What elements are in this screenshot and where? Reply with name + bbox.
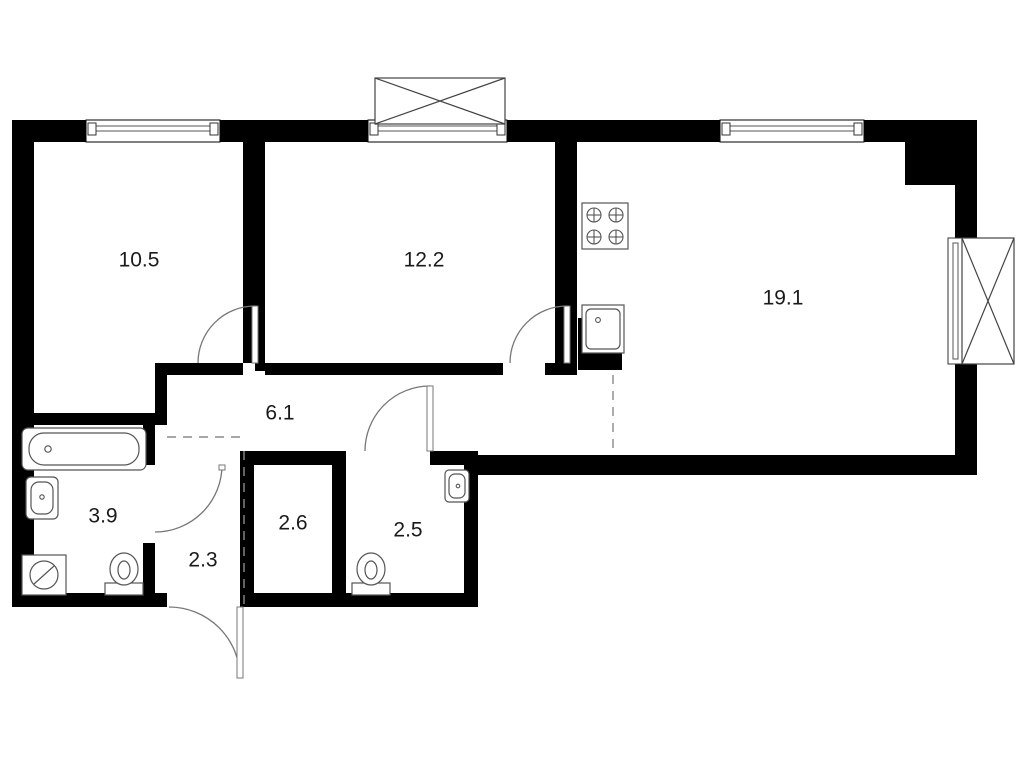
area-label-living-room: 10.5: [119, 249, 160, 272]
wall-corridor-storage: [240, 451, 254, 605]
wall-top-3: [505, 120, 722, 142]
door-leaf-living: [251, 305, 259, 364]
door-swing-bathroom: [154, 464, 223, 533]
wall-bathroom-top: [12, 413, 155, 425]
door-swing-wc: [364, 385, 431, 452]
washing-machine-icon: [21, 554, 67, 596]
kitchen-sink-icon: [581, 304, 625, 354]
window-kitchen: [719, 119, 865, 143]
area-label-kitchen-living: 19.1: [763, 287, 804, 310]
area-label-storage: 2.6: [278, 512, 307, 535]
wall-top-2: [218, 120, 370, 142]
wall-storage-wc: [332, 451, 346, 605]
wall-entrance-left: [155, 593, 167, 607]
door-swing-bedroom: [509, 305, 568, 364]
window-living: [85, 119, 221, 143]
wall-right-lower: [955, 363, 977, 473]
wall-hallway-top-right: [545, 363, 577, 375]
doors-group: [154, 305, 571, 679]
area-label-wc: 2.5: [393, 519, 422, 542]
wall-right-upper: [955, 120, 977, 240]
sink-icon: [444, 469, 470, 503]
wall-bedroom-kitchen-lower: [567, 131, 577, 371]
kitchen-counter-block: [578, 352, 622, 370]
fixtures-group: [21, 202, 629, 596]
sink-icon: [25, 476, 59, 520]
stove-icon: [581, 202, 629, 250]
area-label-hallway: 6.1: [265, 402, 294, 425]
dashed-openings-group: [167, 375, 614, 605]
wall-bathroom-right-lower: [143, 543, 155, 605]
wall-bathroom-bottom: [12, 593, 167, 607]
door-leaf-bedroom: [563, 305, 571, 364]
windows-group: [85, 77, 1015, 365]
wall-hallway-top-center: [265, 363, 503, 375]
wall-storage-top: [240, 451, 338, 465]
toilet-icon: [351, 552, 391, 596]
area-labels-group: 10.5 12.2 19.1 6.1 3.9 2.3 2.6 2.5: [88, 249, 803, 572]
area-label-corridor: 2.3: [188, 549, 217, 572]
wall-kitchen-bottom: [467, 455, 977, 475]
wall-living-bedroom-lower: [255, 131, 265, 371]
wall-storage-wc-bottom: [240, 593, 478, 607]
area-label-bedroom: 12.2: [404, 249, 445, 272]
area-label-bathroom: 3.9: [88, 505, 117, 528]
balcony-door-right: [947, 237, 1015, 365]
door-leaf-wc: [426, 385, 434, 452]
door-leaf-bathroom: [218, 464, 226, 471]
bathtub-icon: [21, 427, 147, 471]
wall-left-exterior: [12, 120, 34, 607]
door-swing-living: [197, 305, 256, 364]
door-leaf-entrance: [236, 606, 244, 679]
wall-hallway-top-left: [155, 363, 243, 375]
wall-hall-left-upper: [155, 363, 167, 425]
balcony-sash-top: [374, 77, 506, 125]
window-bedroom: [367, 119, 508, 143]
toilet-icon: [104, 552, 144, 596]
